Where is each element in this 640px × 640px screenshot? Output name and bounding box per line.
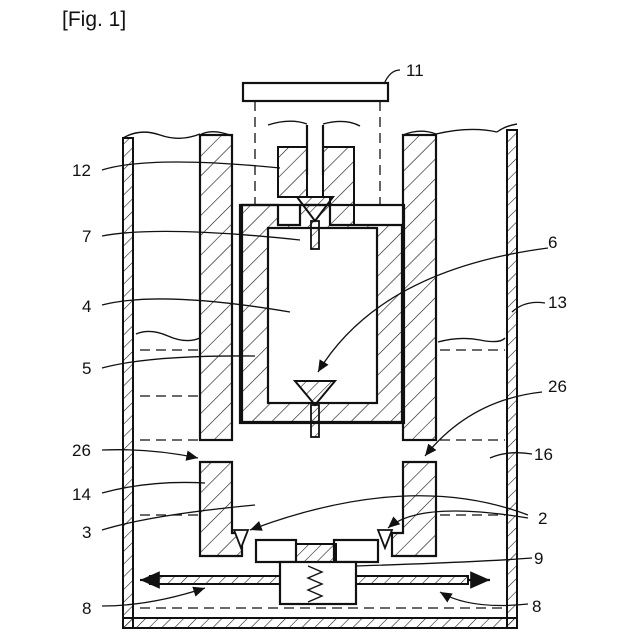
label-26-right: 26: [548, 377, 567, 396]
label-16: 16: [534, 445, 553, 464]
label-6: 6: [548, 233, 557, 252]
valve-assembly: [234, 530, 392, 604]
label-11: 11: [406, 61, 424, 80]
label-8-right: 8: [532, 597, 541, 616]
label-5: 5: [82, 359, 91, 378]
label-4: 4: [82, 297, 91, 316]
label-13: 13: [548, 293, 567, 312]
label-9: 9: [534, 549, 543, 568]
label-8-left: 8: [82, 599, 91, 618]
top-plate: [243, 83, 388, 205]
label-2: 2: [538, 509, 547, 528]
label-26-left: 26: [72, 441, 91, 460]
label-12: 12: [72, 161, 91, 180]
label-3: 3: [82, 523, 91, 542]
label-14: 14: [72, 485, 91, 504]
label-7: 7: [82, 227, 91, 246]
